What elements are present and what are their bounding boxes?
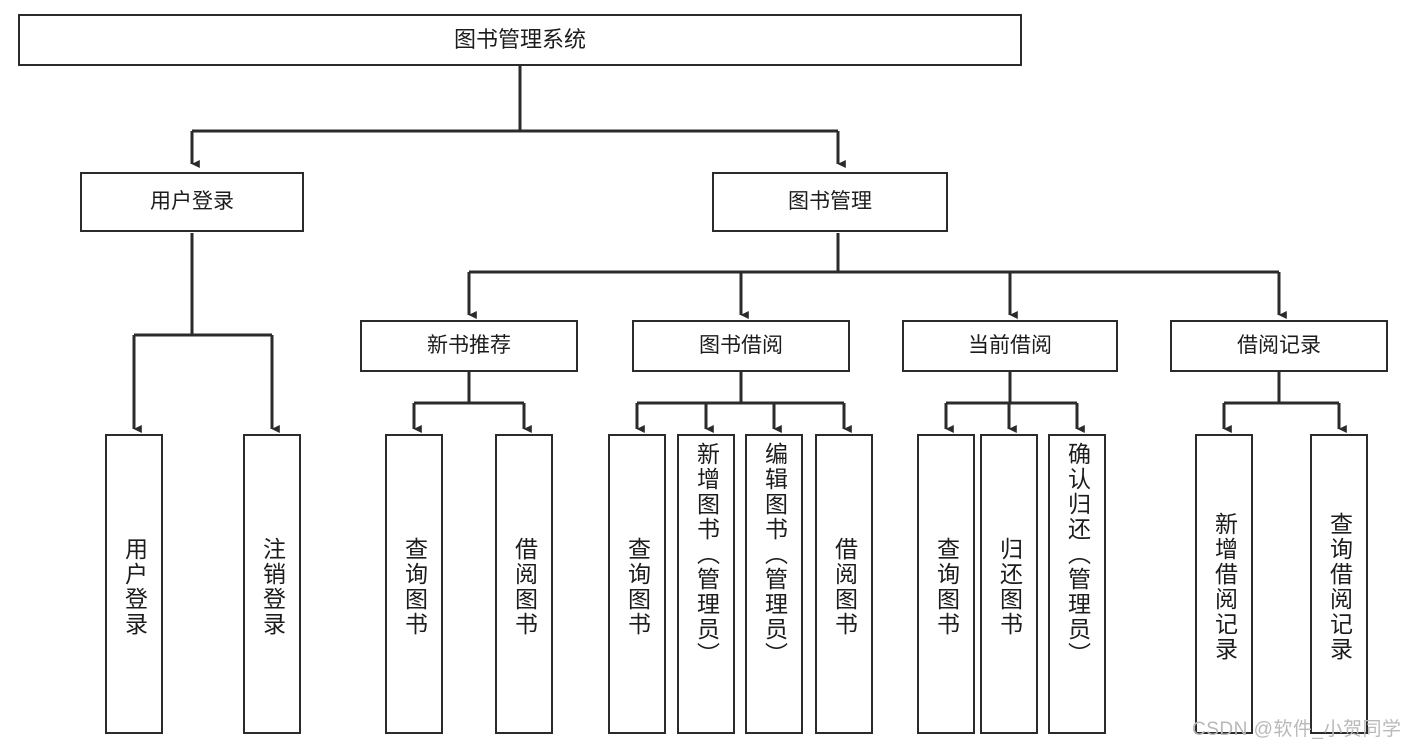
node-current-borrow-label: 当前借阅	[968, 333, 1052, 357]
leaf-borrow-book-1[interactable]: 借阅图书	[495, 434, 553, 734]
leaf-user-login-label: 用户登录	[121, 537, 148, 637]
leaf-logout[interactable]: 注销登录	[243, 434, 301, 734]
leaf-borrow-book-2-label: 借阅图书	[831, 537, 858, 637]
leaf-query-book-2[interactable]: 查询图书	[608, 434, 666, 734]
node-root-label: 图书管理系统	[453, 27, 586, 53]
node-user-login[interactable]: 用户登录	[80, 172, 304, 232]
leaf-query-book-3-label: 查询图书	[933, 537, 960, 637]
leaf-borrow-book-1-label: 借阅图书	[511, 537, 538, 637]
node-new-book-recommend[interactable]: 新书推荐	[360, 320, 578, 372]
leaf-query-record[interactable]: 查询借阅记录	[1310, 434, 1368, 734]
leaf-return-book[interactable]: 归还图书	[980, 434, 1038, 734]
node-book-borrow-label: 图书借阅	[699, 333, 783, 357]
leaf-query-book-3[interactable]: 查询图书	[917, 434, 975, 734]
node-current-borrow[interactable]: 当前借阅	[902, 320, 1118, 372]
node-user-login-label: 用户登录	[150, 189, 234, 213]
leaf-logout-label: 注销登录	[259, 537, 286, 637]
node-borrow-record[interactable]: 借阅记录	[1170, 320, 1388, 372]
leaf-add-book[interactable]: 新增图书（管理员）	[677, 434, 735, 734]
leaf-add-book-label: 新增图书（管理员）	[693, 442, 720, 667]
leaf-return-book-label: 归还图书	[996, 537, 1023, 637]
leaf-query-book-2-label: 查询图书	[624, 537, 651, 637]
leaf-user-login[interactable]: 用户登录	[105, 434, 163, 734]
node-root[interactable]: 图书管理系统	[18, 14, 1022, 66]
leaf-add-record-label: 新增借阅记录	[1211, 512, 1238, 662]
leaf-confirm-return[interactable]: 确认归还（管理员）	[1048, 434, 1106, 734]
leaf-query-book-1[interactable]: 查询图书	[385, 434, 443, 734]
leaf-confirm-return-label: 确认归还（管理员）	[1064, 442, 1091, 667]
leaf-edit-book-label: 编辑图书（管理员）	[761, 442, 788, 667]
leaf-add-record[interactable]: 新增借阅记录	[1195, 434, 1253, 734]
node-book-manage[interactable]: 图书管理	[712, 172, 948, 232]
leaf-edit-book[interactable]: 编辑图书（管理员）	[745, 434, 803, 734]
node-book-manage-label: 图书管理	[788, 189, 872, 213]
leaf-borrow-book-2[interactable]: 借阅图书	[815, 434, 873, 734]
node-borrow-record-label: 借阅记录	[1237, 333, 1321, 357]
node-book-borrow[interactable]: 图书借阅	[632, 320, 850, 372]
leaf-query-book-1-label: 查询图书	[401, 537, 428, 637]
node-new-book-recommend-label: 新书推荐	[427, 333, 511, 357]
leaf-query-record-label: 查询借阅记录	[1326, 512, 1353, 662]
